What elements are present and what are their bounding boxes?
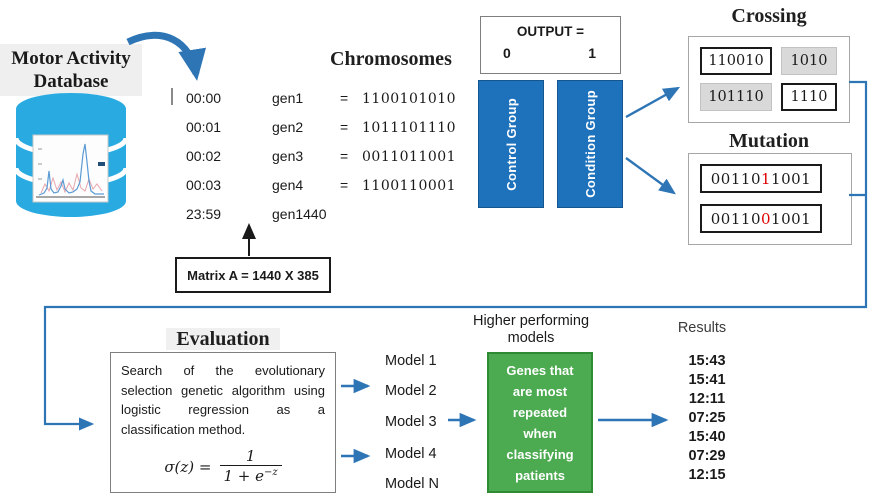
- crossing-cell: 101110: [700, 83, 772, 111]
- equals-sign: =: [340, 177, 349, 193]
- evaluation-box: Search of the evolutionary selection gen…: [110, 352, 336, 493]
- evaluation-description: Search of the evolutionary selection gen…: [121, 363, 325, 437]
- gene-label: gen3: [272, 148, 304, 164]
- chromosome-row: 00:00 gen1 = 1100101010: [186, 90, 476, 108]
- model-item: Model N: [385, 476, 439, 492]
- model-item: Model 4: [385, 446, 437, 462]
- gene-label: gen2: [272, 119, 304, 135]
- matrix-size-box: Matrix A = 1440 X 385: [175, 257, 331, 293]
- condition-to-mutation-arrow: [625, 157, 676, 195]
- result-time: 12:15: [688, 467, 726, 483]
- best-genes-line: repeated: [512, 404, 568, 420]
- result-time: 15:41: [688, 372, 726, 388]
- database-icon: [14, 93, 128, 217]
- higher-performing-title: Higher performing models: [472, 313, 590, 347]
- condition-group-label: Condition Group: [582, 90, 598, 198]
- control-group-bar: Control Group: [478, 80, 544, 208]
- mutation-title: Mutation: [729, 130, 809, 152]
- chromosome-value: 1100110001: [362, 178, 457, 194]
- time-label: 00:02: [186, 148, 222, 164]
- output-value-0: 0: [503, 45, 511, 61]
- formula-numerator: 1: [245, 447, 256, 465]
- output-title: OUTPUT =: [516, 24, 585, 39]
- control-group-label: Control Group: [503, 97, 519, 191]
- model-item: Model 3: [385, 414, 437, 430]
- equals-sign: =: [340, 90, 349, 106]
- time-label: 00:03: [186, 177, 222, 193]
- mutated-bit: 0: [760, 209, 772, 228]
- chromosome-row: 23:59 gen1440: [186, 206, 476, 224]
- best-genes-line: classifying: [506, 446, 574, 462]
- equals-sign: =: [340, 148, 349, 164]
- formula-lhs: σ(z) =: [164, 457, 212, 476]
- best-genes-line: when: [523, 425, 557, 441]
- equals-sign: =: [340, 119, 349, 135]
- best-genes-line: are most: [512, 383, 568, 399]
- model-item: Model 1: [385, 353, 437, 369]
- result-time: 07:25: [688, 410, 726, 426]
- mutation-prefix: 00110: [710, 209, 761, 228]
- activity-chart-thumbnail: [32, 134, 109, 203]
- mutation-suffix: 1001: [771, 169, 812, 188]
- chromosomes-title: Chromosomes: [330, 48, 452, 70]
- database-label: Motor Activity Database: [0, 44, 142, 97]
- crossing-cell: 1010: [781, 47, 837, 75]
- chromosome-value: 1100101010: [362, 91, 457, 107]
- database-label-line1: Motor Activity: [11, 48, 131, 69]
- best-genes-box: Genes that are most repeated when classi…: [487, 352, 593, 493]
- evaluation-title: Evaluation: [110, 328, 336, 351]
- time-label: 23:59: [186, 206, 222, 222]
- text-cursor-bar: [171, 88, 173, 105]
- database-label-line2: Database: [33, 71, 109, 93]
- result-time: 15:43: [688, 353, 726, 369]
- chromosome-value: 1011101110: [362, 120, 457, 136]
- result-time: 07:29: [688, 448, 726, 464]
- gene-label: gen1440: [272, 206, 327, 222]
- model-item: Model 2: [385, 383, 437, 399]
- gene-label: gen4: [272, 177, 304, 193]
- best-genes-line: Genes that: [506, 362, 574, 378]
- output-value-1: 1: [588, 45, 596, 61]
- condition-group-bar: Condition Group: [557, 80, 623, 208]
- gene-label: gen1: [272, 90, 304, 106]
- result-time: 15:40: [688, 429, 726, 445]
- results-title: Results: [677, 320, 727, 336]
- chromosome-row: 00:01 gen2 = 1011101110: [186, 119, 476, 137]
- result-time: 12:11: [688, 391, 726, 407]
- best-genes-line: patients: [515, 467, 565, 483]
- chromosome-row: 00:02 gen3 = 0011011001: [186, 148, 476, 166]
- chromosome-row: 00:03 gen4 = 1100110001: [186, 177, 476, 195]
- chromosome-value: 0011011001: [362, 149, 457, 165]
- matrix-size-label: Matrix A = 1440 X 385: [187, 267, 319, 283]
- output-box: OUTPUT = 0 1: [480, 16, 621, 74]
- time-label: 00:01: [186, 119, 222, 135]
- mutation-prefix: 00110: [710, 169, 761, 188]
- condition-to-crossing-arrow: [625, 86, 681, 119]
- crossing-cell: 1110: [781, 83, 837, 111]
- time-label: 00:00: [186, 90, 222, 106]
- crossing-title: Crossing: [731, 5, 807, 27]
- formula-denominator: 1 + e−z: [219, 465, 282, 485]
- sigmoid-formula: σ(z) = 1 1 + e−z: [121, 447, 325, 486]
- mutated-bit: 1: [760, 169, 772, 188]
- mutation-suffix: 1001: [771, 209, 812, 228]
- crossing-box: 110010 1010 101110 1110: [688, 36, 850, 123]
- crossing-cell: 110010: [700, 47, 772, 75]
